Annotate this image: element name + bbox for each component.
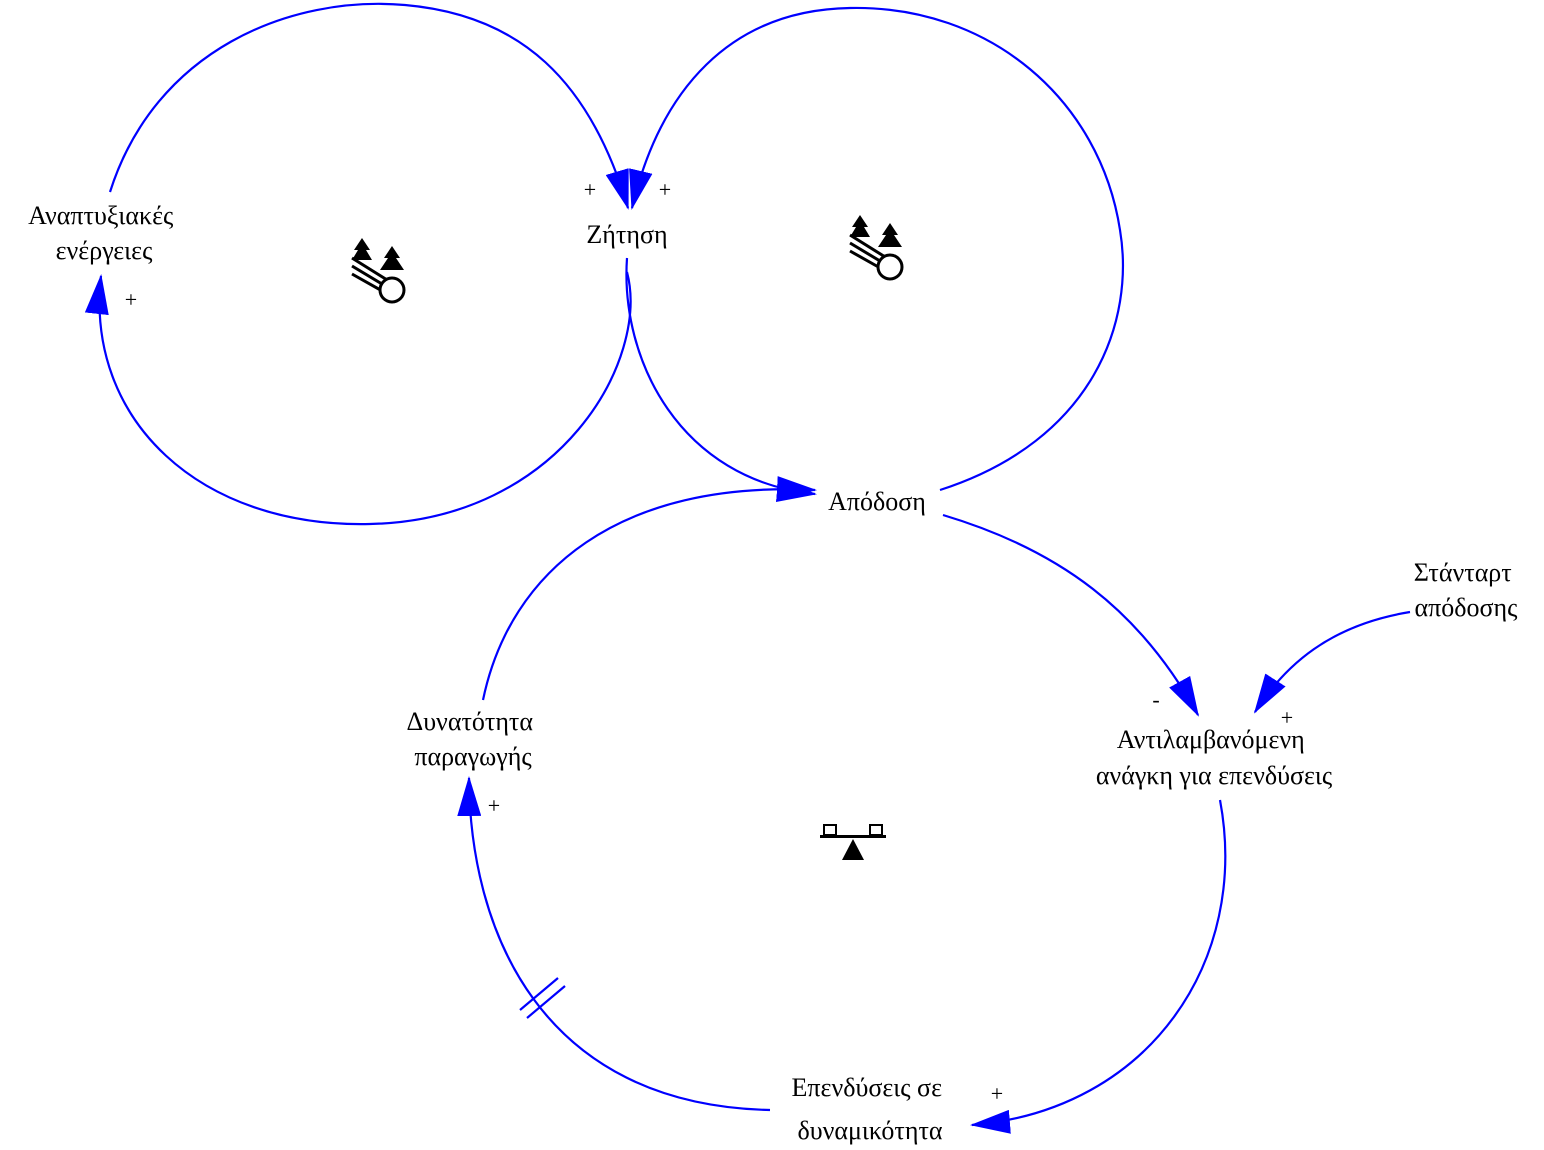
node-performance[interactable]: Απόδοση xyxy=(828,487,926,516)
node-perceived-need[interactable]: Αντιλαμβανόμενη ανάγκη για επενδύσεις xyxy=(1096,725,1333,790)
node-capacity-investment[interactable]: Επενδύσεις σε δυναμικότητα xyxy=(792,1073,949,1145)
links xyxy=(84,2,1411,1134)
node-label-line: παραγωγής xyxy=(414,742,532,771)
seesaw-icon xyxy=(820,824,886,860)
polarity-sign: + xyxy=(584,177,596,202)
node-label-line: δυναμικότητα xyxy=(797,1116,942,1145)
node-performance-standard[interactable]: Στάνταρτ απόδοσης xyxy=(1414,558,1518,622)
node-label-line: ενέργειες xyxy=(56,236,153,265)
link-investment-to-capability[interactable] xyxy=(457,776,771,1112)
node-label-line: Αντιλαμβανόμενη xyxy=(1117,725,1305,754)
link-capability-to-performance[interactable] xyxy=(481,476,817,701)
delay-mark xyxy=(519,977,566,1019)
polarity-sign: + xyxy=(991,1081,1003,1106)
polarity-sign: + xyxy=(659,177,671,202)
node-label-line: Δυνατότητα xyxy=(406,707,533,736)
snowball-icon xyxy=(848,213,904,281)
polarity-sign: + xyxy=(1281,705,1293,730)
node-production-capability[interactable]: Δυνατότητα παραγωγής xyxy=(406,707,539,771)
polarity-sign: - xyxy=(1152,687,1159,712)
node-label-line: Απόδοση xyxy=(828,487,926,516)
node-label-line: Επενδύσεις σε xyxy=(792,1073,943,1102)
snowball-icon xyxy=(350,236,406,304)
link-perceived-need-to-investment[interactable] xyxy=(970,799,1227,1134)
polarity-sign: + xyxy=(488,793,500,818)
link-standard-to-perceived-need[interactable] xyxy=(1253,610,1411,714)
node-demand[interactable]: Ζήτηση xyxy=(586,220,667,249)
node-label-line: απόδοσης xyxy=(1415,593,1519,622)
link-performance-to-perceived-need[interactable] xyxy=(942,513,1199,717)
link-development-to-demand[interactable] xyxy=(108,2,630,210)
link-performance-to-demand[interactable] xyxy=(629,6,1124,492)
link-demand-to-development[interactable] xyxy=(84,271,632,526)
node-label-line: ανάγκη για επενδύσεις xyxy=(1096,761,1333,790)
link-demand-to-performance[interactable] xyxy=(625,257,817,502)
polarity-sign: + xyxy=(125,287,137,312)
node-label-line: Αναπτυξιακές xyxy=(28,201,174,230)
node-label-line: Ζήτηση xyxy=(586,220,667,249)
node-label-line: Στάνταρτ xyxy=(1414,558,1512,587)
node-development-activities[interactable]: Αναπτυξιακές ενέργειες xyxy=(28,201,180,265)
